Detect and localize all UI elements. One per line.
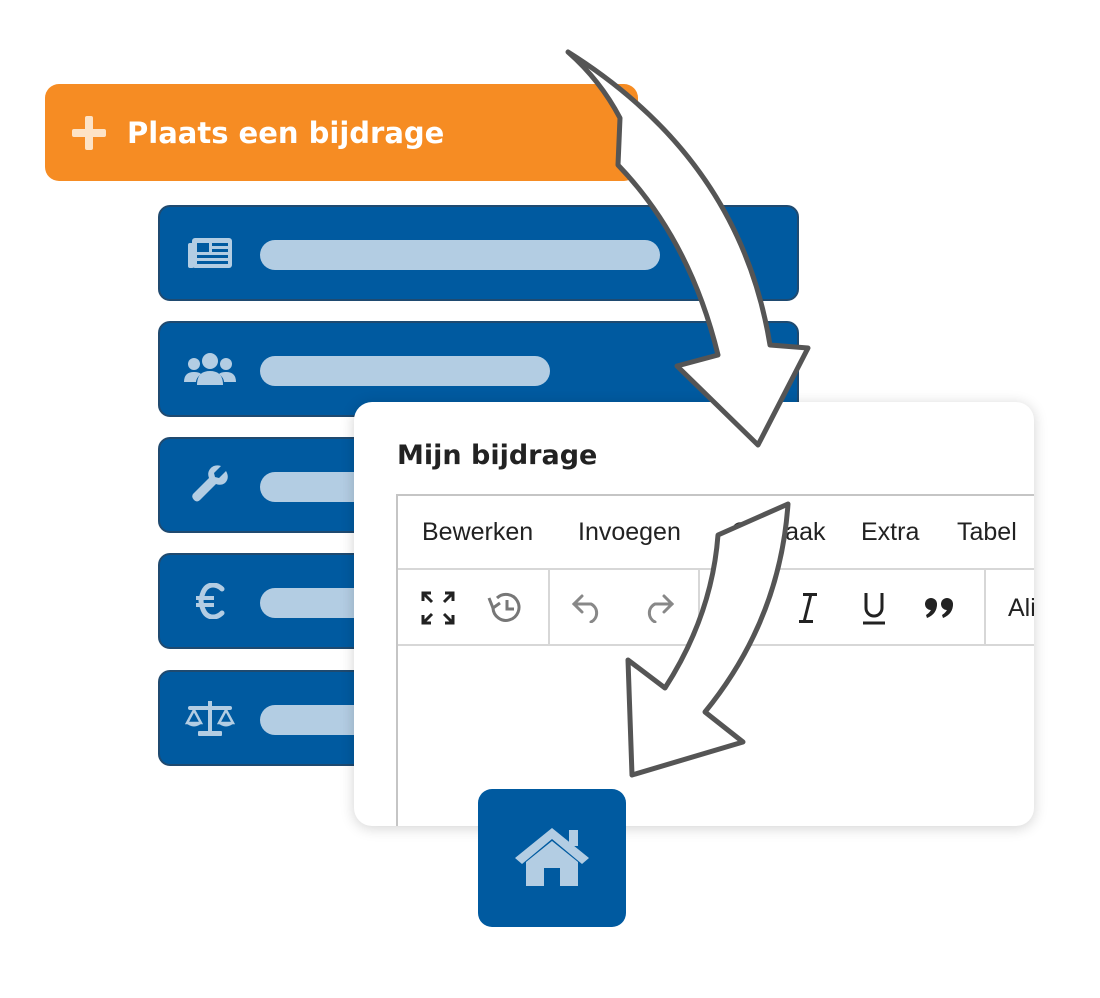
toolbar-separator bbox=[548, 570, 550, 644]
menu-bewerken[interactable]: Bewerken bbox=[422, 518, 534, 546]
underline-icon[interactable] bbox=[854, 588, 894, 628]
home-button[interactable] bbox=[478, 789, 626, 927]
nav-item-placeholder bbox=[260, 356, 550, 386]
balance-scale-icon bbox=[182, 698, 238, 738]
toolbar-separator bbox=[984, 570, 986, 644]
menu-tabel[interactable]: Tabel bbox=[957, 518, 1017, 546]
history-icon[interactable] bbox=[486, 588, 526, 628]
wrench-icon bbox=[182, 465, 238, 505]
blockquote-icon[interactable] bbox=[920, 588, 960, 628]
post-contribution-button[interactable]: Plaats een bijdrage bbox=[45, 84, 638, 181]
users-icon bbox=[182, 349, 238, 389]
italic-icon[interactable] bbox=[788, 588, 828, 628]
plus-icon bbox=[71, 115, 107, 151]
redo-icon[interactable] bbox=[638, 588, 678, 628]
editor-menubar: Bewerken Invoegen Opmaak Extra Tabel bbox=[398, 496, 1034, 570]
undo-icon[interactable] bbox=[568, 588, 608, 628]
nav-item-placeholder bbox=[260, 240, 660, 270]
menu-invoegen[interactable]: Invoegen bbox=[578, 518, 681, 546]
newspaper-icon bbox=[182, 233, 238, 273]
rich-text-editor: Bewerken Invoegen Opmaak Extra Tabel bbox=[396, 494, 1034, 826]
euro-icon bbox=[182, 581, 238, 621]
menu-extra[interactable]: Extra bbox=[861, 518, 920, 546]
toolbar-separator bbox=[698, 570, 700, 644]
menu-opmaak[interactable]: Opmaak bbox=[731, 518, 826, 546]
editor-card: Mijn bijdrage Bewerken Invoegen Opmaak E… bbox=[354, 402, 1034, 826]
post-button-label: Plaats een bijdrage bbox=[127, 115, 445, 150]
editor-toolbar: Alig bbox=[398, 570, 1034, 646]
home-icon bbox=[513, 824, 591, 892]
nav-item-news[interactable] bbox=[158, 205, 799, 301]
fullscreen-icon[interactable] bbox=[418, 588, 458, 628]
align-dropdown[interactable]: Alig bbox=[1008, 594, 1034, 622]
editor-title: Mijn bijdrage bbox=[397, 440, 598, 471]
